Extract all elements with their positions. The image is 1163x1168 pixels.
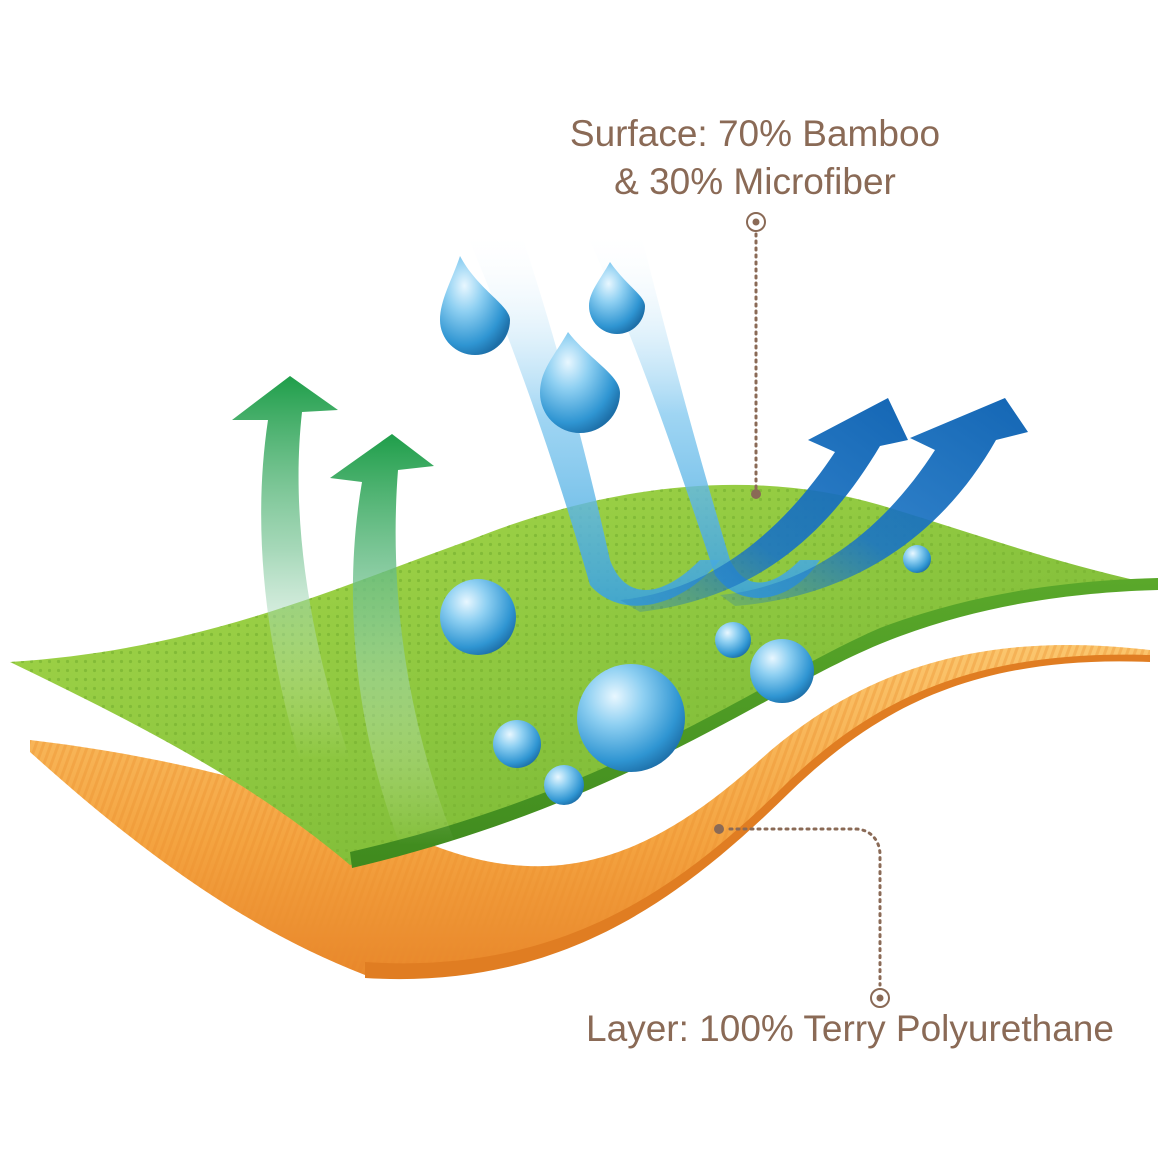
layer-label: Layer: 100% Terry Polyurethane xyxy=(586,1008,1114,1049)
water-drop-icon xyxy=(589,262,645,334)
water-bead-icon xyxy=(577,664,685,772)
vapor-arrow-icon xyxy=(232,376,350,760)
water-bead-icon xyxy=(750,639,814,703)
vapor-arrow-icon xyxy=(330,434,455,845)
water-drop-icon xyxy=(540,332,620,433)
water-bead-icon xyxy=(440,579,516,655)
callout-dot-icon xyxy=(746,212,766,232)
water-beads xyxy=(440,545,931,805)
falling-drops xyxy=(440,256,645,433)
water-bead-icon xyxy=(715,622,751,658)
airflow-arrow-icon xyxy=(720,398,1028,606)
surface-label-line2: & 30% Microfiber xyxy=(614,161,896,202)
water-drop-icon xyxy=(440,256,510,355)
terry-layer xyxy=(30,644,1150,980)
surface-label: Surface: 70% Bamboo & 30% Microfiber xyxy=(540,110,970,206)
water-bead-icon xyxy=(903,545,931,573)
water-streams xyxy=(465,230,820,606)
surface-callout xyxy=(746,212,766,499)
water-bead-icon xyxy=(493,720,541,768)
vapor-arrows xyxy=(232,376,455,845)
water-bead-icon xyxy=(544,765,584,805)
layer-callout xyxy=(714,824,890,1008)
callout-dot-icon xyxy=(870,988,890,1008)
airflow-arrows xyxy=(620,398,1028,612)
airflow-arrow-icon xyxy=(620,398,908,612)
surface-label-line1: Surface: 70% Bamboo xyxy=(569,113,941,154)
